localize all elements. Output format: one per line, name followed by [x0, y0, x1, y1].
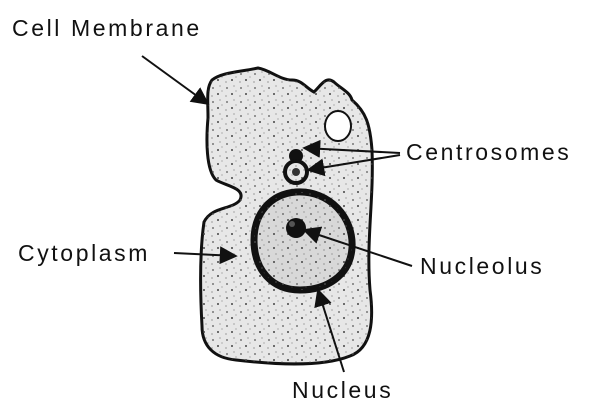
nucleus-label: Nucleus — [292, 377, 393, 403]
nucleolus-label: Nucleolus — [420, 253, 544, 279]
nucleolus — [286, 218, 306, 238]
cell-membrane-label: Cell Membrane — [12, 15, 202, 41]
centrosomes-label: Centrosomes — [406, 139, 571, 165]
vacuole — [325, 111, 351, 141]
cell-membrane-arrow — [142, 56, 208, 104]
cytoplasm-label: Cytoplasm — [18, 240, 150, 266]
